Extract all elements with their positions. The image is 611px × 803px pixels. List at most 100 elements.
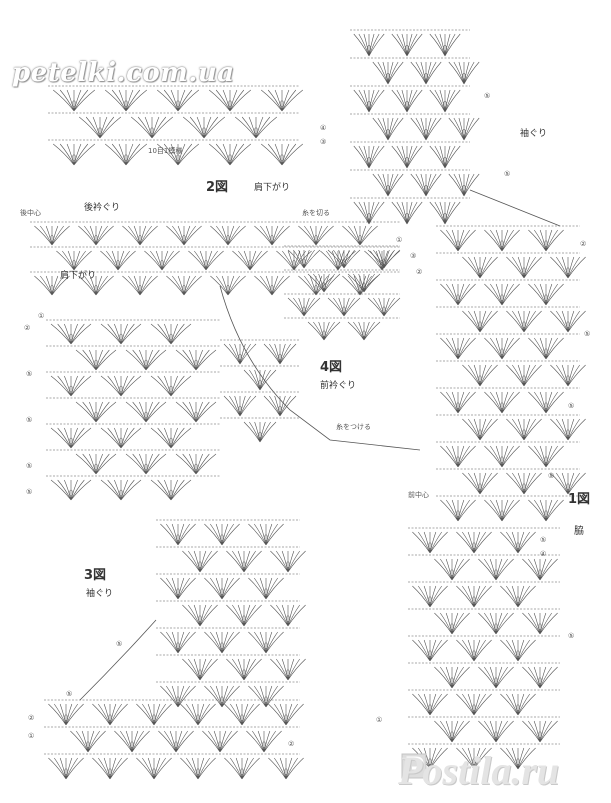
row-marker: ① (396, 236, 403, 244)
fan-stitch-motif (353, 89, 385, 113)
picot-mark (144, 359, 148, 367)
picot-mark (98, 127, 102, 134)
fan-stitch-motif (276, 250, 312, 271)
picot-mark (362, 282, 366, 289)
picot-mark (544, 294, 548, 301)
fan-stitch-motif (232, 250, 268, 271)
fan-stitch-motif (122, 275, 158, 296)
picot-mark (72, 154, 76, 161)
figure-4-label: 4図 (320, 360, 343, 375)
fan-stitch-motif (448, 173, 480, 197)
picot-mark (450, 677, 454, 684)
picot-mark (119, 437, 123, 445)
picot-mark (500, 456, 504, 463)
row-marker: ⑤ (116, 640, 123, 648)
picot-mark (382, 306, 386, 313)
picot-mark (69, 489, 73, 497)
fan-stitch-motif (100, 323, 142, 345)
picot-mark (386, 73, 390, 80)
fan-stitch-motif (150, 375, 192, 397)
fan-stitch-motif (410, 61, 442, 85)
fan-stitch-motif (175, 401, 217, 423)
picot-mark (194, 411, 198, 419)
fan-stitch-motif (144, 250, 180, 271)
fan-stitch-motif (440, 337, 476, 360)
fan-stitch-motif (166, 225, 202, 246)
picot-mark (286, 561, 290, 568)
picot-mark (302, 258, 306, 265)
picot-mark (94, 463, 98, 471)
row-marker: ⑤ (484, 92, 491, 100)
fan-stitch-motif (182, 658, 218, 681)
row-marker: ④ (320, 124, 327, 132)
picot-mark (69, 333, 73, 341)
picot-mark (516, 704, 520, 711)
watermark-postila: Postila.ru (398, 748, 560, 793)
picot-mark (367, 213, 371, 220)
fan-stitch-motif (226, 550, 262, 573)
fan-stitch-motif (372, 61, 404, 85)
picot-mark (386, 185, 390, 192)
picot-mark (176, 588, 180, 595)
fan-stitch-motif (353, 145, 385, 169)
fan-stitch-motif (75, 401, 117, 423)
fan-stitch-motif (462, 256, 498, 279)
picot-mark (478, 321, 482, 328)
fan-stitch-motif (484, 283, 520, 306)
fan-stitch-motif (223, 343, 257, 365)
picot-mark (176, 642, 180, 649)
picot-mark (367, 101, 371, 108)
picot-mark (194, 359, 198, 367)
picot-mark (516, 758, 520, 765)
picot-mark (182, 235, 186, 242)
watermark-petelki: petelki.com.ua (12, 58, 235, 88)
picot-mark (322, 330, 326, 337)
fan-stitch-motif (248, 523, 284, 546)
fan-stitch-motif (462, 364, 498, 387)
fan-stitch-motif (224, 703, 260, 726)
fan-stitch-motif (160, 577, 196, 600)
fan-stitch-motif (500, 585, 536, 608)
fan-stitch-motif (125, 453, 167, 475)
fan-stitch-motif (478, 666, 514, 689)
picot-mark (119, 489, 123, 497)
fan-stitch-motif (160, 685, 196, 708)
picot-mark (500, 294, 504, 301)
fan-stitch-motif (70, 730, 106, 753)
fan-stitch-motif (204, 685, 240, 708)
picot-mark (94, 285, 98, 292)
fan-stitch-motif (287, 297, 321, 317)
fan-stitch-motif (183, 116, 225, 139)
repeat-label: 10目1模様 (148, 147, 183, 155)
fan-stitch-motif (180, 757, 216, 780)
fan-stitch-motif (182, 550, 218, 573)
row-marker: ③ (410, 252, 417, 260)
picot-mark (264, 642, 268, 649)
picot-mark (456, 402, 460, 409)
picot-mark (242, 615, 246, 622)
fan-stitch-motif (506, 256, 542, 279)
picot-mark (342, 258, 346, 265)
fan-stitch-motif (522, 666, 558, 689)
picot-mark (194, 463, 198, 471)
fan-stitch-motif (226, 604, 262, 627)
fan-stitch-motif (500, 693, 536, 716)
row-marker: ⑤ (568, 632, 575, 640)
row-marker: ⑤ (66, 690, 73, 698)
fan-stitch-motif (254, 225, 290, 246)
picot-mark (566, 321, 570, 328)
picot-mark (176, 100, 180, 107)
fan-stitch-motif (157, 89, 199, 112)
armhole-curve (469, 189, 561, 227)
picot-mark (522, 267, 526, 274)
fan-stitch-motif (391, 145, 423, 169)
fan-stitch-motif (484, 337, 520, 360)
chart-panels (30, 29, 586, 780)
picot-mark (522, 375, 526, 382)
picot-mark (405, 157, 409, 164)
picot-mark (50, 235, 54, 242)
row-marker: ② (28, 714, 35, 722)
picot-mark (264, 534, 268, 541)
shoulder-label-top: 肩下がり (254, 183, 291, 193)
fan-stitch-motif (254, 275, 290, 296)
